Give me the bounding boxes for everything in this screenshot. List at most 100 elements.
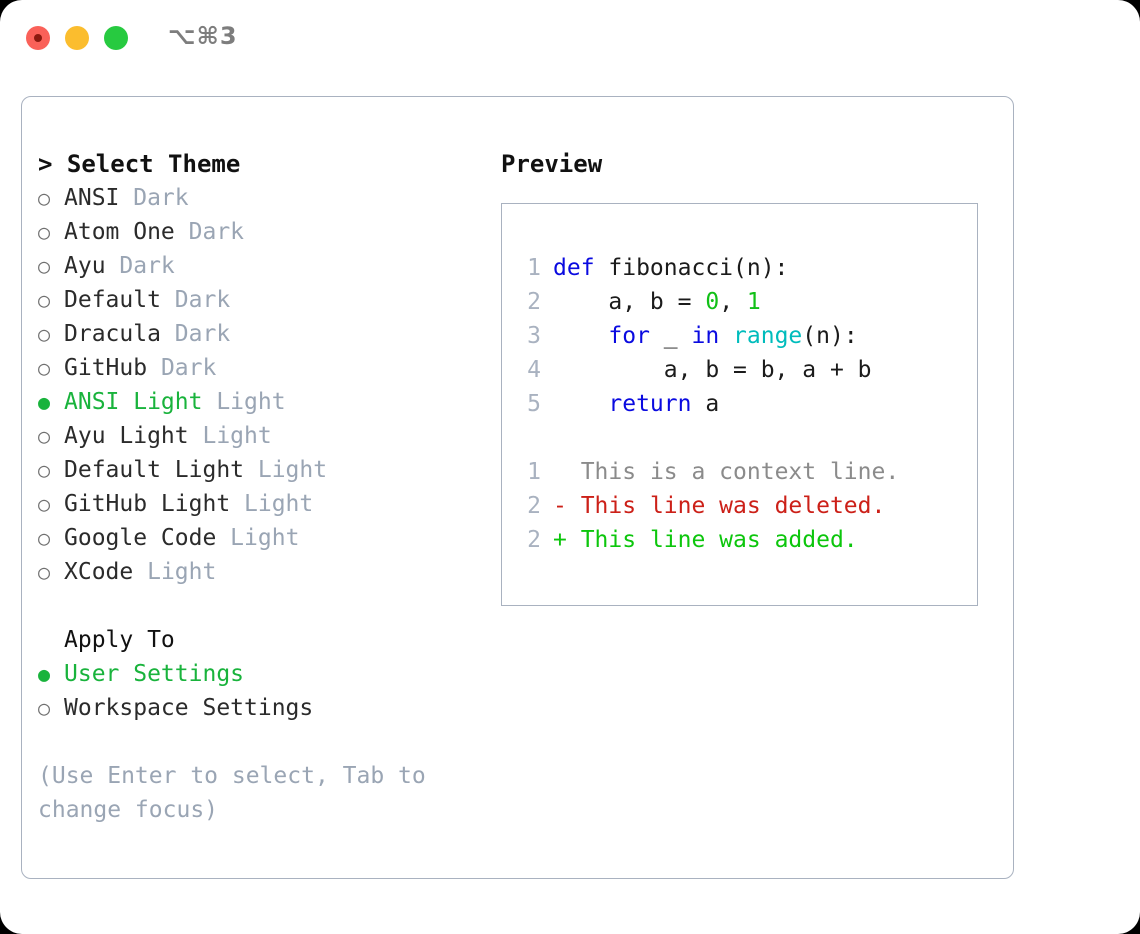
code-token-plain: a, b = <box>553 289 706 315</box>
keyboard-hint: (Use Enter to select, Tab to change focu… <box>38 763 426 823</box>
theme-picker-column: > Select Theme ○ANSI Dark○Atom One Dark○… <box>38 147 498 827</box>
code-token-plain <box>553 391 608 417</box>
code-token-fn: range <box>733 323 803 349</box>
radio-unselected-icon: ○ <box>38 492 51 516</box>
section-spacer <box>38 589 498 623</box>
code-token-kw: in <box>691 323 720 349</box>
theme-option-variant-tag: Dark <box>160 321 231 347</box>
theme-option-google-code[interactable]: ○Google Code Light <box>38 521 498 555</box>
close-button[interactable] <box>26 26 50 50</box>
diff-marker: - <box>553 493 567 519</box>
theme-option-default-light[interactable]: ○ Default Light Light <box>38 453 498 487</box>
diff-line-number: 2 <box>527 527 541 553</box>
code-token-kw: for <box>608 323 650 349</box>
diff-line-number: 2 <box>527 493 541 519</box>
radio-unselected-icon: ○ <box>38 288 51 312</box>
code-line-text: a, b = b, a + b <box>553 353 872 387</box>
theme-option-label: Ayu Light <box>64 423 189 449</box>
theme-option-default[interactable]: ○ Default Dark <box>38 283 498 317</box>
theme-option-label: Dracula <box>64 321 161 347</box>
code-line-text: return a <box>553 387 719 421</box>
code-line-number: 3 <box>527 323 541 349</box>
theme-option-variant-tag: Light <box>244 457 328 483</box>
theme-option-ansi[interactable]: ○ ANSI Dark <box>38 181 498 215</box>
theme-option-label: Google Code <box>64 525 217 551</box>
maximize-button[interactable] <box>104 26 128 50</box>
diff-marker: + <box>553 527 567 553</box>
apply-to-option-label: User Settings <box>64 661 245 687</box>
code-token-num: 0 <box>705 289 720 315</box>
theme-option-variant-tag: Light <box>133 559 217 585</box>
theme-option-variant-tag: Light <box>216 525 300 551</box>
theme-option-label: Default <box>64 287 161 313</box>
radio-unselected-icon: ○ <box>38 696 51 720</box>
keyboard-shortcut-label: ⌥⌘3 <box>168 22 238 50</box>
theme-option-ayu-light[interactable]: ○Ayu Light Light <box>38 419 498 453</box>
theme-option-label: XCode <box>64 559 134 585</box>
theme-list: ○ANSI Dark○Atom One Dark○Ayu Dark○Defaul… <box>38 181 498 589</box>
code-line: 3 for _ in range(n): <box>513 319 971 353</box>
code-line-number: 1 <box>527 255 541 281</box>
radio-unselected-icon: ○ <box>38 424 51 448</box>
radio-unselected-icon: ○ <box>38 186 51 210</box>
radio-selected-icon: ● <box>38 390 51 414</box>
diff-line-text: This line was deleted. <box>566 493 886 519</box>
apply-to-list: ●User Settings ○ Workspace Settings <box>38 657 498 725</box>
theme-option-variant-tag: Dark <box>105 253 175 279</box>
code-line-number: 2 <box>527 289 541 315</box>
theme-option-variant-tag: Light <box>230 491 314 517</box>
apply-to-option-label: Workspace Settings <box>64 695 314 721</box>
theme-option-github-light[interactable]: ○ GitHub Light Light <box>38 487 498 521</box>
theme-option-label: ANSI <box>64 185 120 211</box>
diff-marker <box>553 455 567 489</box>
diff-line-add: 2 + This line was added. <box>513 523 971 557</box>
code-line-text: a, b = 0, 1 <box>553 285 760 319</box>
diff-line-text: This line was added. <box>566 527 858 553</box>
code-token-plain: _ <box>649 323 692 349</box>
panel-columns: > Select Theme ○ANSI Dark○Atom One Dark○… <box>22 97 1013 878</box>
diff-line-ctx: 1 This is a context line. <box>513 455 971 489</box>
code-line: 4 a, b = b, a + b <box>513 353 971 387</box>
code-token-plain: (n): <box>802 323 858 349</box>
theme-option-label: Atom One <box>64 219 175 245</box>
code-line: 1 def fibonacci(n): <box>513 251 971 285</box>
apply-to-option-workspace-settings[interactable]: ○ Workspace Settings <box>38 691 498 725</box>
minimize-button[interactable] <box>65 26 89 50</box>
preview-title: Preview <box>501 150 603 178</box>
theme-option-label: GitHub <box>64 355 148 381</box>
apply-to-option-user-settings[interactable]: ●User Settings <box>38 657 498 691</box>
theme-option-xcode[interactable]: ○ XCode Light <box>38 555 498 589</box>
theme-option-label: Default Light <box>64 457 245 483</box>
theme-option-label: ANSI Light <box>64 389 203 415</box>
theme-option-ayu[interactable]: ○Ayu Dark <box>38 249 498 283</box>
theme-option-ansi-light[interactable]: ●ANSI Light Light <box>38 385 498 419</box>
title-bar: ⌥⌘3 <box>0 0 1140 78</box>
code-line-text: def fibonacci(n): <box>553 251 788 285</box>
diff-line-del: 2- This line was deleted. <box>513 489 971 523</box>
code-line-number: 5 <box>527 391 541 417</box>
theme-option-variant-tag: Dark <box>174 219 245 245</box>
traffic-light-buttons <box>26 26 128 50</box>
diff-line-text: This is a context line. <box>566 459 900 485</box>
theme-option-dracula[interactable]: ○ Dracula Dark <box>38 317 498 351</box>
theme-option-variant-tag: Dark <box>160 287 231 313</box>
theme-option-github[interactable]: ○GitHub Dark <box>38 351 498 385</box>
code-token-plain: a <box>691 391 720 417</box>
code-token-plain <box>719 323 733 349</box>
radio-unselected-icon: ○ <box>38 322 51 346</box>
code-token-plain: a, b = b, a + b <box>553 357 872 383</box>
code-token-kw: return <box>608 391 692 417</box>
theme-picker-header: > Select Theme <box>38 150 241 178</box>
theme-option-variant-tag: Dark <box>119 185 189 211</box>
code-line: 5 return a <box>513 387 971 421</box>
code-token-plain: , <box>719 289 747 315</box>
code-token-plain <box>553 323 608 349</box>
radio-unselected-icon: ○ <box>38 356 51 380</box>
theme-option-atom-one[interactable]: ○Atom One Dark <box>38 215 498 249</box>
radio-unselected-icon: ○ <box>38 458 51 482</box>
theme-option-label: GitHub Light <box>64 491 231 517</box>
radio-unselected-icon: ○ <box>38 560 51 584</box>
code-line: 2 a, b = 0, 1 <box>513 285 971 319</box>
code-line-number: 4 <box>527 357 541 383</box>
